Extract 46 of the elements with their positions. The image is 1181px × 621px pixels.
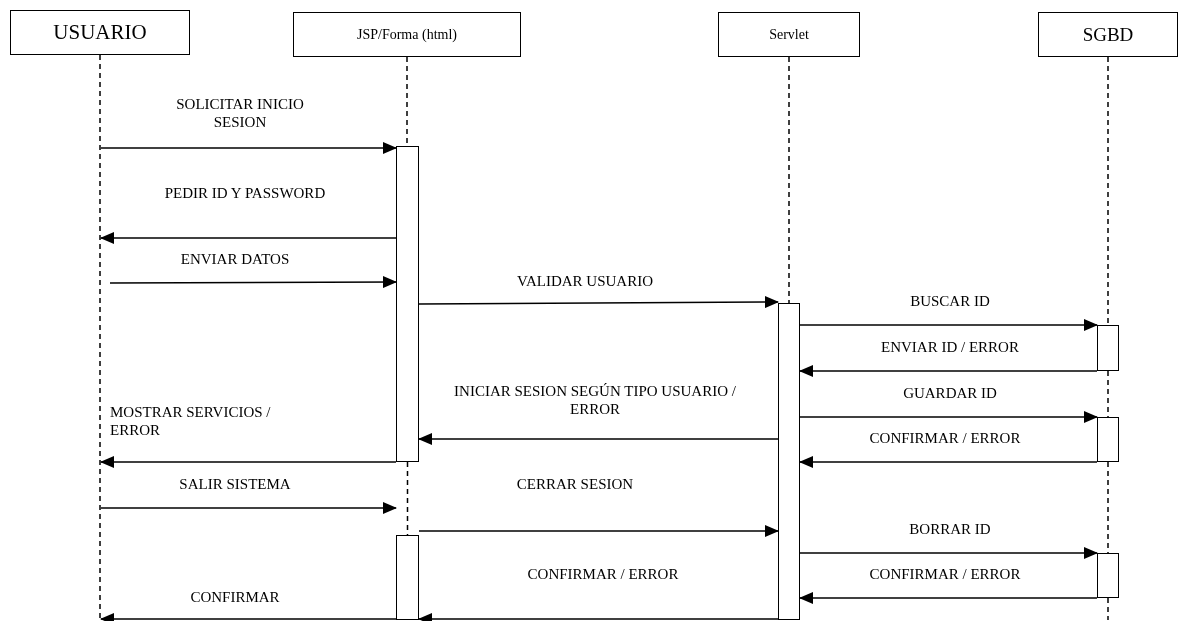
activation-bar bbox=[1097, 553, 1119, 598]
message-arrow bbox=[109, 276, 397, 289]
message-label: BORRAR ID bbox=[908, 520, 992, 538]
message-label: GUARDAR ID bbox=[902, 384, 998, 402]
message-arrow bbox=[418, 296, 779, 309]
participant-box: JSP/Forma (html) bbox=[293, 12, 521, 57]
message-arrow bbox=[100, 456, 397, 468]
message-label: CERRAR SESION bbox=[515, 475, 635, 493]
message-arrow bbox=[799, 456, 1098, 468]
lifeline bbox=[788, 56, 790, 304]
message-label: CONFIRMAR bbox=[189, 588, 281, 606]
activation-bar bbox=[1097, 325, 1119, 371]
message-arrow bbox=[799, 365, 1098, 377]
message-arrow bbox=[100, 613, 397, 621]
activation-bar bbox=[1097, 417, 1119, 462]
message-label: VALIDAR USUARIO bbox=[516, 272, 654, 290]
participant-box: USUARIO bbox=[10, 10, 190, 55]
participant-box: Servlet bbox=[718, 12, 860, 57]
message-label: MOSTRAR SERVICIOS / ERROR bbox=[110, 403, 272, 439]
activation-bar bbox=[396, 146, 419, 462]
message-label: PEDIR ID Y PASSWORD bbox=[163, 184, 327, 202]
message-label: SOLICITAR INICIO SESION bbox=[175, 95, 305, 131]
message-label: CONFIRMAR / ERROR bbox=[526, 565, 680, 583]
message-arrow bbox=[418, 433, 779, 445]
message-label: ENVIAR ID / ERROR bbox=[880, 338, 1020, 356]
message-arrow bbox=[418, 525, 779, 537]
message-label: SALIR SISTEMA bbox=[178, 475, 292, 493]
lifeline bbox=[99, 54, 101, 621]
message-label: BUSCAR ID bbox=[909, 292, 991, 310]
message-arrow bbox=[100, 502, 397, 514]
activation-bar bbox=[778, 303, 800, 620]
lifeline bbox=[1107, 597, 1109, 621]
participant-box: SGBD bbox=[1038, 12, 1178, 57]
message-label: INICIAR SESION SEGÚN TIPO USUARIO / ERROR bbox=[453, 382, 737, 418]
message-arrow bbox=[799, 547, 1098, 559]
message-arrow bbox=[100, 232, 397, 244]
activation-bar bbox=[396, 535, 419, 620]
message-arrow bbox=[100, 142, 397, 154]
message-label: ENVIAR DATOS bbox=[179, 250, 291, 268]
message-arrow bbox=[799, 411, 1098, 423]
message-arrow bbox=[799, 592, 1098, 604]
lifeline bbox=[1107, 56, 1109, 326]
message-arrow bbox=[418, 613, 779, 621]
message-arrow bbox=[799, 319, 1098, 331]
message-label: CONFIRMAR / ERROR bbox=[868, 565, 1022, 583]
message-label: CONFIRMAR / ERROR bbox=[868, 429, 1022, 447]
